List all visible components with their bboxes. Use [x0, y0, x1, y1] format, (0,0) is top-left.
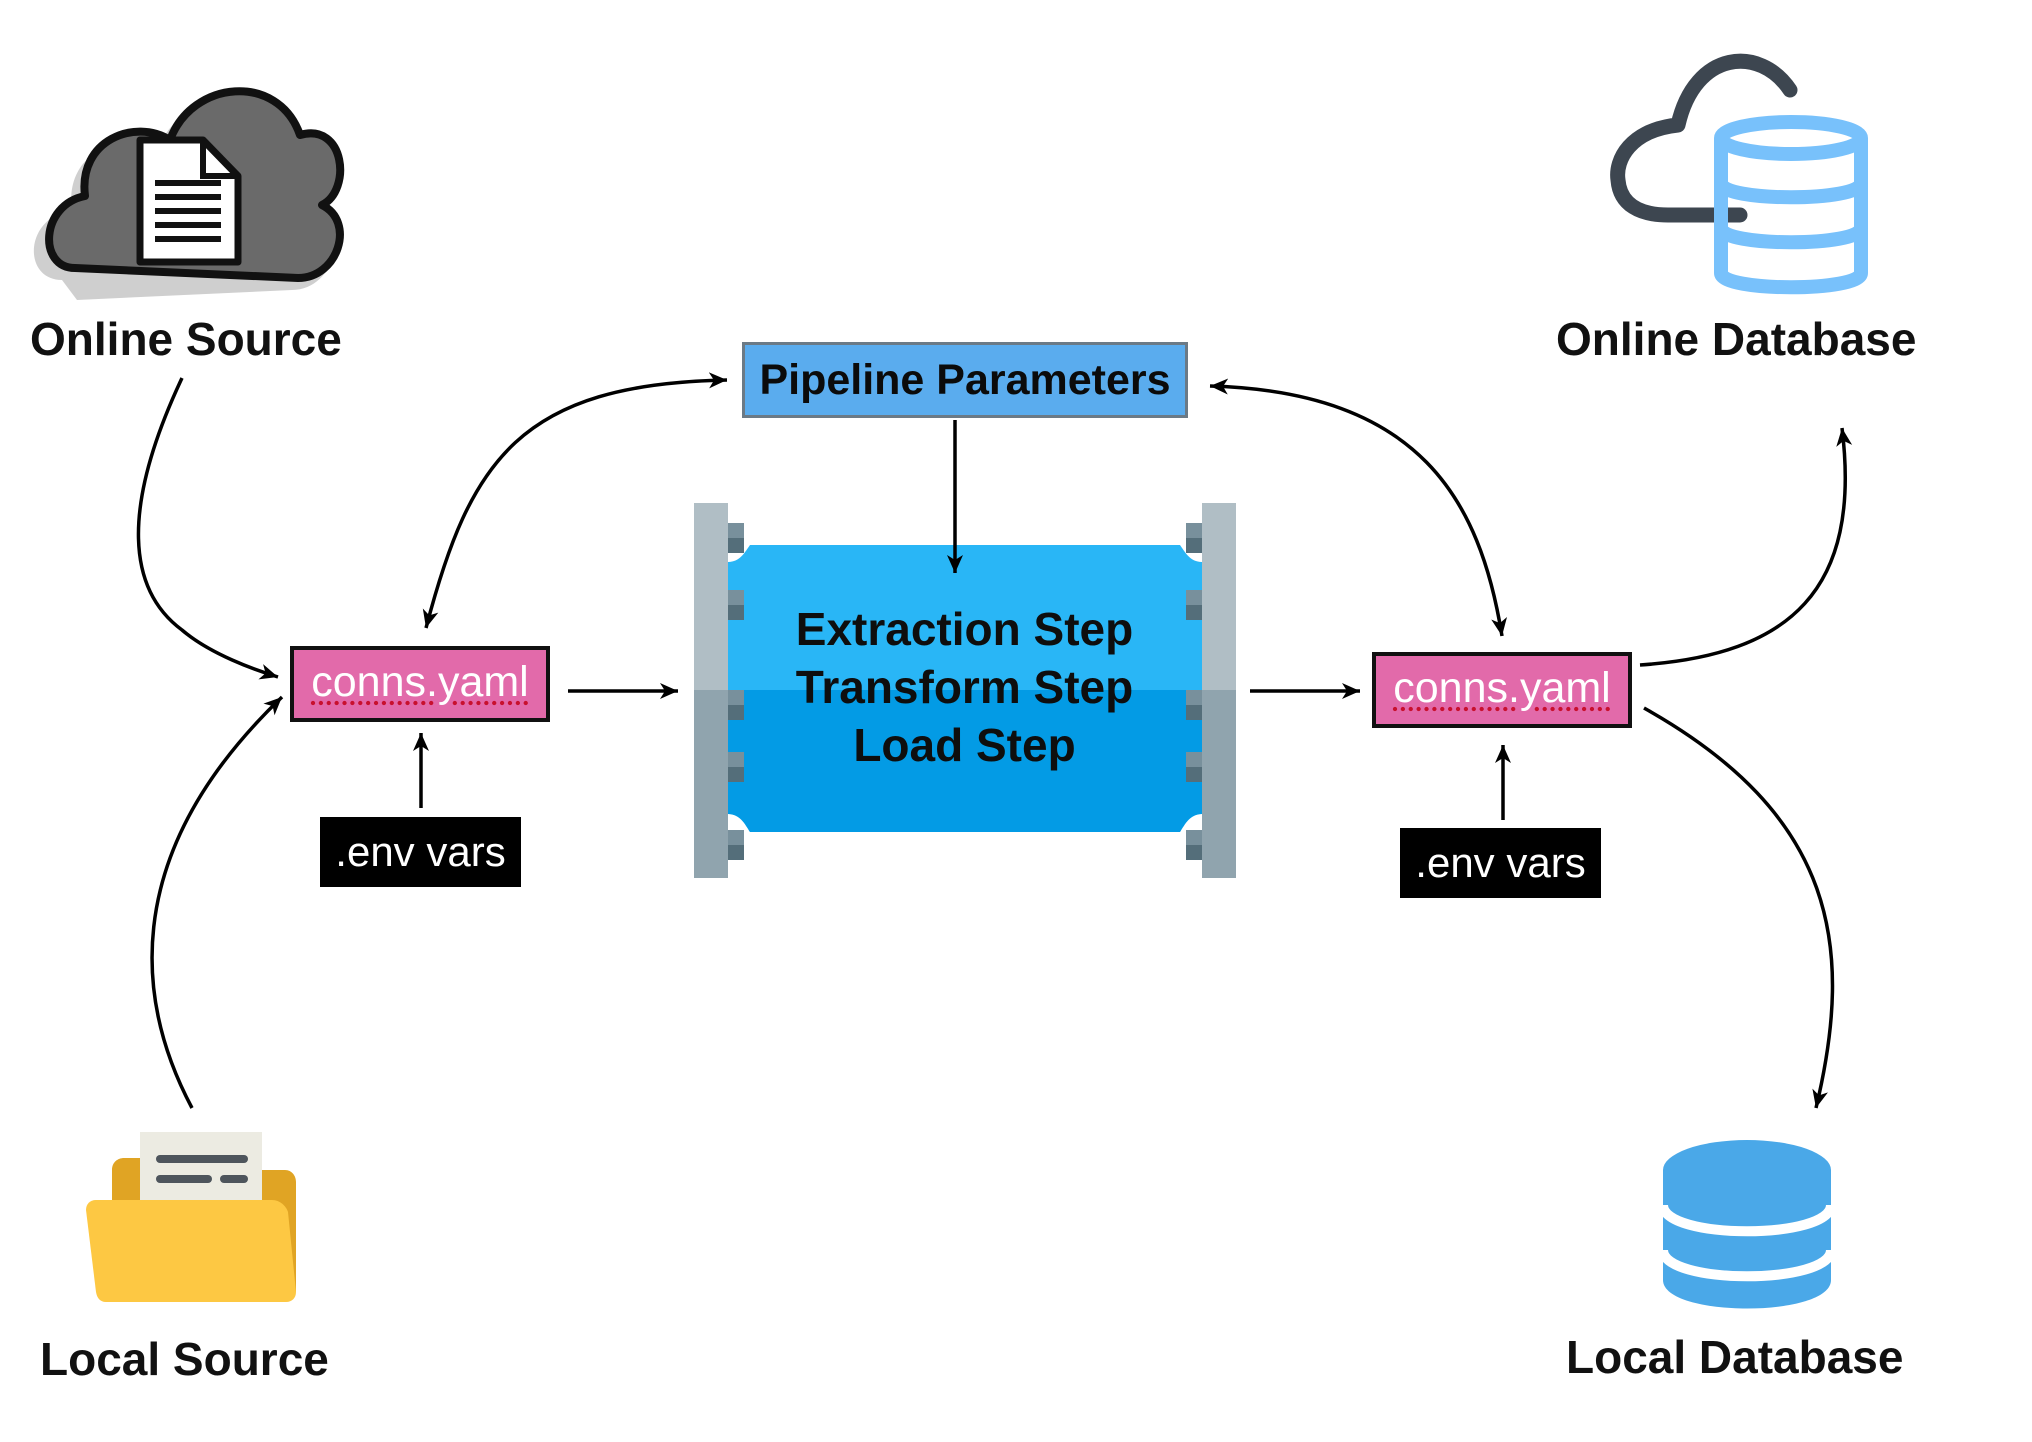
- pipe-icon: [694, 503, 1236, 878]
- online-source-label: Online Source: [30, 313, 342, 365]
- pipeline-steps: Extraction Step Transform Step Load Step: [728, 600, 1201, 774]
- load-step-label: Load Step: [853, 719, 1076, 771]
- arrow-conns-to-local-db: [1643, 706, 1835, 1109]
- folder-document-icon: [86, 1132, 296, 1302]
- extraction-step-label: Extraction Step: [795, 603, 1134, 655]
- arrow-conns-params-bidirectional: [422, 372, 728, 629]
- env-vars-left-box: .env vars: [320, 817, 521, 887]
- cloud-document-icon: [33, 87, 345, 300]
- local-source-label: Local Source: [40, 1333, 329, 1385]
- local-database-label: Local Database: [1566, 1331, 1904, 1383]
- arrow-conns-to-online-db: [1639, 427, 1853, 667]
- env-vars-right-box: .env vars: [1400, 828, 1601, 898]
- arrow-local-source-to-conns: [150, 695, 284, 1109]
- conns-yaml-right-label: conns.yaml: [1393, 663, 1611, 712]
- transform-step-label: Transform Step: [795, 661, 1134, 713]
- arrow-online-source-to-conns: [136, 377, 279, 680]
- conns-yaml-left-label: conns.yaml: [311, 657, 529, 706]
- env-vars-right-label: .env vars: [1415, 839, 1586, 886]
- cloud-database-icon: [1610, 53, 1868, 295]
- pipeline-parameters-box: Pipeline Parameters: [742, 342, 1188, 418]
- online-database-label: Online Database: [1556, 313, 1917, 365]
- pipeline-parameters-label: Pipeline Parameters: [759, 355, 1171, 404]
- database-icon: [1658, 1140, 1836, 1309]
- env-vars-left-label: .env vars: [335, 828, 506, 875]
- conns-yaml-right-box: conns.yaml: [1372, 652, 1632, 728]
- conns-yaml-left-box: conns.yaml: [290, 646, 550, 722]
- arrow-params-conns-right-bidirectional: [1209, 378, 1508, 637]
